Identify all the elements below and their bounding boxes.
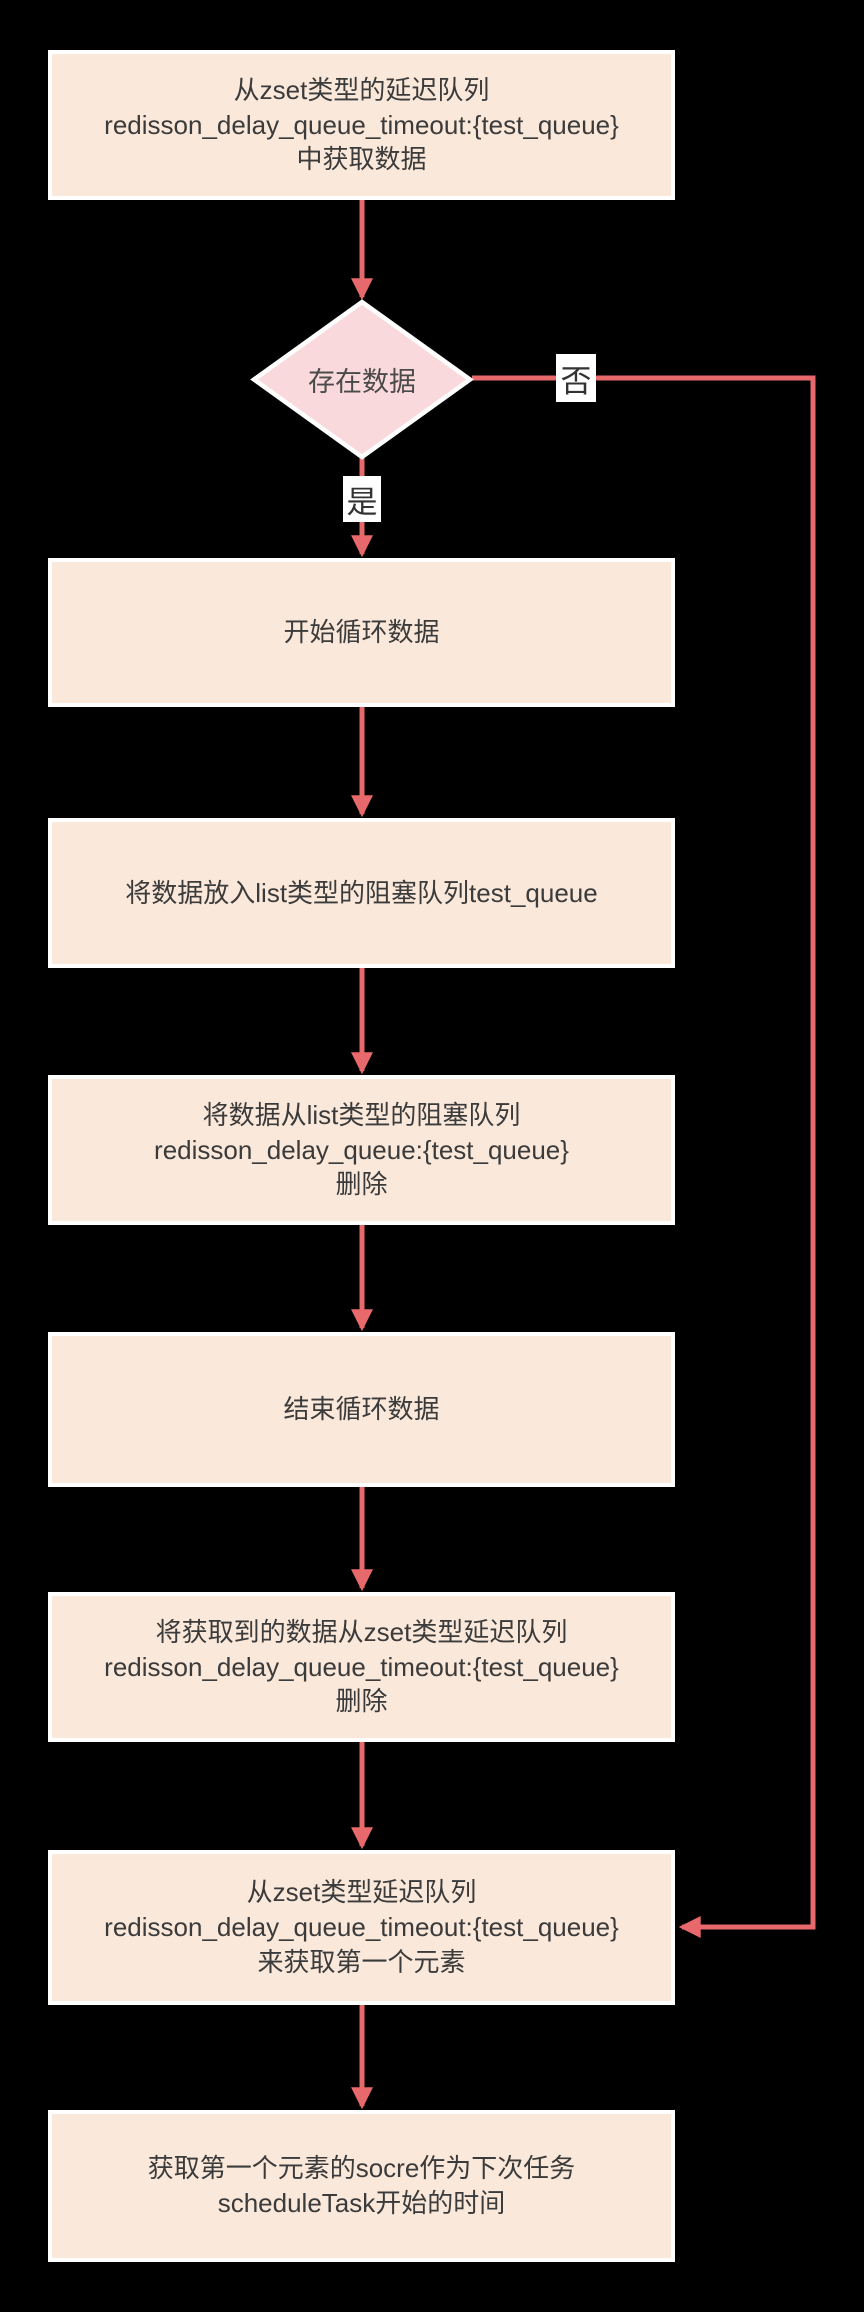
node-push-list: 将数据放入list类型的阻塞队列test_queue bbox=[48, 818, 675, 968]
edge-label-no: 否 bbox=[556, 354, 596, 402]
edge-label-yes: 是 bbox=[343, 476, 381, 522]
node-get-data: 从zset类型的延迟队列 redisson_delay_queue_timeou… bbox=[48, 50, 675, 200]
decision-has-data: 存在数据 bbox=[308, 367, 416, 397]
node-remove-list: 将数据从list类型的阻塞队列 redisson_delay_queue:{te… bbox=[48, 1075, 675, 1225]
node-get-score: 获取第一个元素的socre作为下次任务 scheduleTask开始的时间 bbox=[48, 2110, 675, 2262]
node-get-first: 从zset类型延迟队列 redisson_delay_queue_timeout… bbox=[48, 1850, 675, 2005]
node-remove-zset: 将获取到的数据从zset类型延迟队列 redisson_delay_queue_… bbox=[48, 1592, 675, 1742]
node-end-loop: 结束循环数据 bbox=[48, 1332, 675, 1487]
node-start-loop: 开始循环数据 bbox=[48, 558, 675, 707]
connector-decision-no-to-getfirst bbox=[472, 375, 816, 1939]
decision-diamond-shape bbox=[250, 299, 474, 460]
